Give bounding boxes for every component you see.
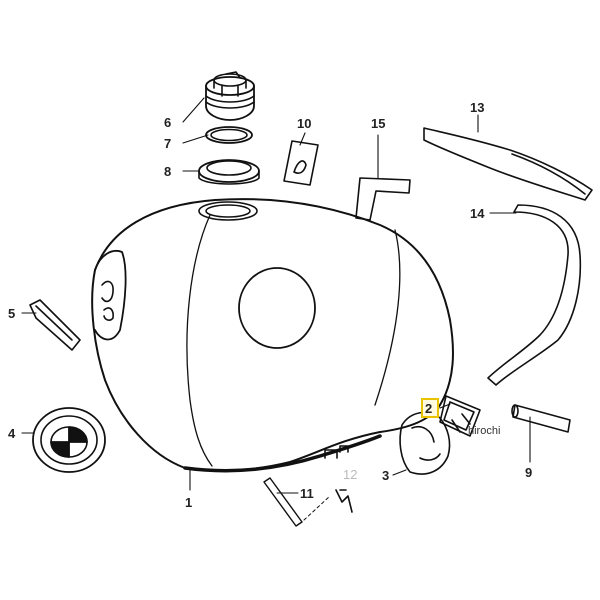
hose-part-9 — [511, 404, 571, 433]
seat-strip — [423, 127, 593, 201]
bracket-part-2 — [439, 395, 481, 437]
callout-9[interactable]: 9 — [525, 465, 533, 480]
watermark-text: hirochi — [468, 425, 501, 437]
grommet — [29, 299, 81, 351]
callout-11[interactable]: 11 — [300, 486, 314, 501]
callout-4[interactable]: 4 — [8, 426, 16, 441]
callout-10[interactable]: 10 — [297, 116, 312, 131]
callout-2[interactable]: 2 — [425, 401, 433, 416]
fuel-hose — [487, 204, 582, 386]
callout-8[interactable]: 8 — [164, 164, 172, 179]
callout-12[interactable]: 12 — [343, 467, 358, 482]
decal-part — [283, 140, 319, 186]
filler-cap-assembly — [198, 71, 260, 185]
rod-and-clip — [263, 477, 353, 527]
callout-5[interactable]: 5 — [8, 306, 16, 321]
callout-2-highlight — [421, 398, 439, 418]
fuel-tank — [91, 198, 454, 473]
callout-13[interactable]: 13 — [470, 100, 485, 115]
vent-tube — [355, 177, 411, 221]
cover-part-3 — [399, 411, 451, 475]
bmw-emblem-drawing — [32, 407, 106, 473]
callout-1[interactable]: 1 — [185, 495, 193, 510]
callout-6[interactable]: 6 — [164, 115, 172, 130]
callout-3[interactable]: 3 — [382, 468, 390, 483]
callout-14[interactable]: 14 — [470, 206, 485, 221]
callout-15[interactable]: 15 — [371, 116, 386, 131]
leader-lines — [21, 97, 531, 494]
callout-7[interactable]: 7 — [164, 136, 172, 151]
